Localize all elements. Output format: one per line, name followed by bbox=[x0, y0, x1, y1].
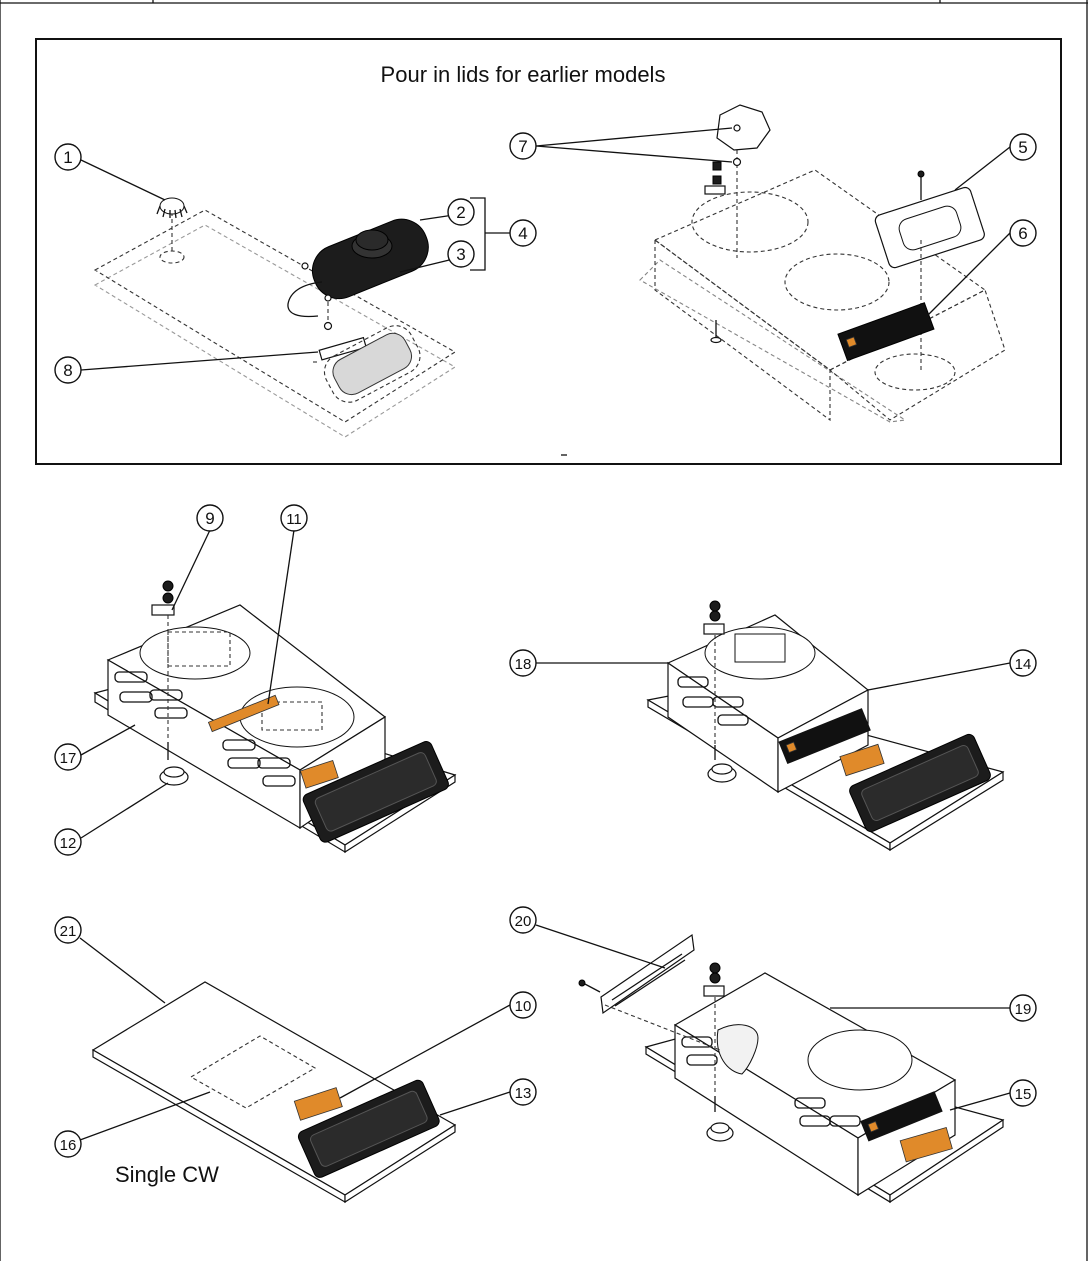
svg-text:12: 12 bbox=[60, 835, 77, 852]
single-cw-caption: Single CW bbox=[115, 1162, 219, 1187]
callout-9: 9 bbox=[196, 504, 224, 532]
middle-left-box-illustration bbox=[93, 580, 457, 854]
svg-text:13: 13 bbox=[515, 1085, 532, 1102]
svg-text:14: 14 bbox=[1015, 656, 1032, 673]
callout-18: 18 bbox=[509, 649, 537, 677]
svg-text:7: 7 bbox=[518, 137, 527, 156]
callout-12: 12 bbox=[54, 828, 82, 856]
svg-text:6: 6 bbox=[1018, 224, 1027, 243]
bottom-left-plate-illustration: Single CW bbox=[91, 981, 457, 1204]
bottom-right-box-illustration bbox=[578, 933, 1005, 1204]
svg-text:20: 20 bbox=[515, 913, 532, 930]
middle-right-box-illustration bbox=[646, 600, 1005, 852]
svg-text:18: 18 bbox=[515, 656, 532, 673]
svg-text:15: 15 bbox=[1015, 1086, 1032, 1103]
callout-13: 13 bbox=[509, 1078, 537, 1106]
svg-text:5: 5 bbox=[1018, 138, 1027, 157]
svg-text:10: 10 bbox=[515, 998, 532, 1015]
callout-14: 14 bbox=[1009, 649, 1037, 677]
callout-7: 7 bbox=[509, 132, 537, 160]
callout-11: 11 bbox=[280, 504, 308, 532]
svg-text:1: 1 bbox=[63, 148, 72, 167]
callout-2: 2 bbox=[447, 198, 475, 226]
callout-10: 10 bbox=[509, 991, 537, 1019]
svg-text:4: 4 bbox=[518, 224, 527, 243]
callout-19: 19 bbox=[1009, 994, 1037, 1022]
inset-left-lid-illustration bbox=[93, 197, 457, 438]
callout-1: 1 bbox=[54, 143, 82, 171]
inset-title: Pour in lids for earlier models bbox=[381, 62, 666, 87]
svg-text:9: 9 bbox=[205, 509, 214, 528]
callout-3: 3 bbox=[447, 240, 475, 268]
svg-text:19: 19 bbox=[1015, 1001, 1032, 1018]
svg-text:8: 8 bbox=[63, 361, 72, 380]
callout-8: 8 bbox=[54, 356, 82, 384]
svg-text:2: 2 bbox=[456, 203, 465, 222]
callout-21: 21 bbox=[54, 916, 82, 944]
leader-lines bbox=[79, 127, 1011, 1141]
callout-17: 17 bbox=[54, 743, 82, 771]
svg-text:11: 11 bbox=[286, 511, 302, 528]
callout-20: 20 bbox=[509, 906, 537, 934]
callout-6: 6 bbox=[1009, 219, 1037, 247]
callout-15: 15 bbox=[1009, 1079, 1037, 1107]
svg-text:21: 21 bbox=[60, 923, 77, 940]
callout-4: 4 bbox=[509, 219, 537, 247]
inset-box: Pour in lids for earlier models bbox=[35, 38, 1062, 465]
svg-text:3: 3 bbox=[456, 245, 465, 264]
inset-right-box-illustration bbox=[639, 104, 1006, 423]
svg-text:16: 16 bbox=[60, 1137, 77, 1154]
callout-5: 5 bbox=[1009, 133, 1037, 161]
svg-text:17: 17 bbox=[60, 750, 77, 767]
callout-16: 16 bbox=[54, 1130, 82, 1158]
